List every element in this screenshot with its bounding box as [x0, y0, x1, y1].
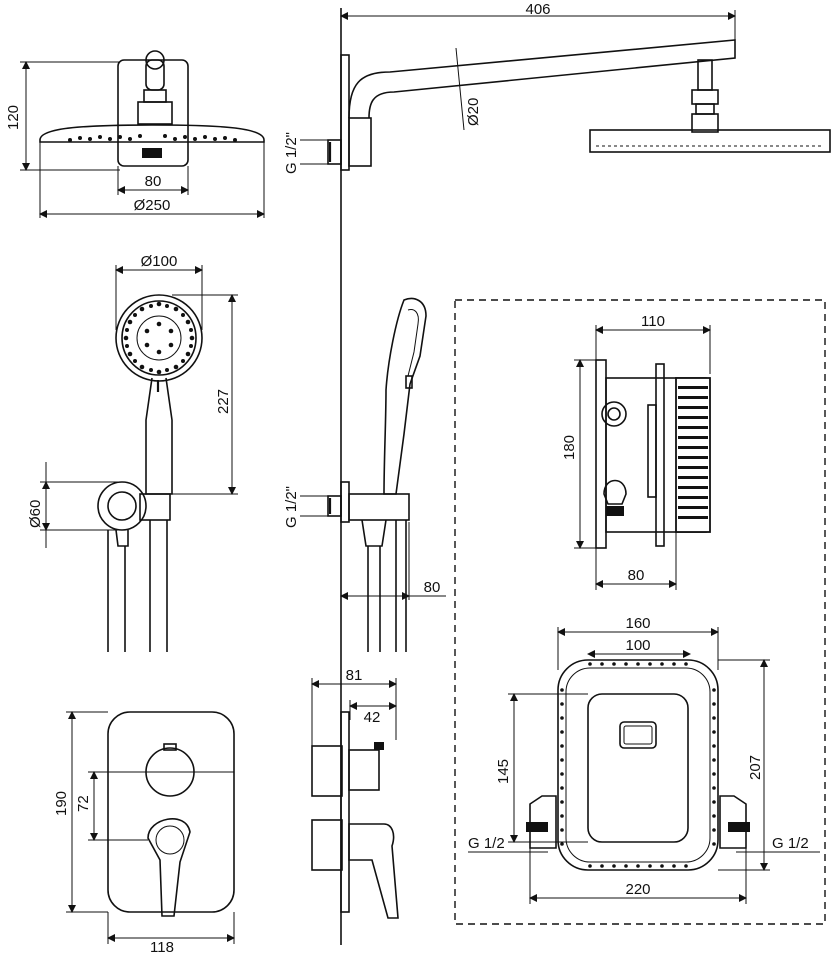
dim-arm-diameter: Ø20: [465, 98, 482, 126]
dim-thread-overhead: G 1/2": [283, 132, 300, 174]
concealed-box-front-view: 160 100 145 207: [468, 615, 820, 904]
dim-mixer-depth: 81: [346, 667, 363, 684]
dim-head-height: 120: [5, 105, 22, 130]
dim-frame-thread-right: G 1/2: [772, 835, 809, 852]
dim-box-depth: 80: [628, 567, 645, 584]
concealed-box-enclosure: [454, 299, 826, 925]
dim-box-width: 110: [641, 313, 665, 330]
dim-hand-diameter: Ø100: [141, 253, 178, 270]
dim-mixer-trim-depth: 42: [364, 709, 381, 726]
dim-hand-projection: 80: [424, 579, 441, 596]
dim-frame-height: 207: [747, 755, 764, 780]
hand-shower-front-view: Ø100 227 Ø60: [27, 253, 238, 652]
hand-shower-side-view: G 1/2" 80: [283, 297, 446, 652]
dim-frame-width: 160: [625, 615, 650, 632]
mixer-front-view: 190 72 118: [53, 711, 235, 956]
dim-mixer-height: 190: [53, 791, 70, 816]
dim-head-plate-width: 80: [145, 173, 162, 190]
dim-hand-length: 227: [215, 389, 232, 414]
dim-frame-thread-left: G 1/2: [468, 835, 505, 852]
dim-box-height: 180: [561, 435, 578, 460]
dim-frame-total-width: 220: [625, 881, 650, 898]
overhead-shower-front-view: 120 80 Ø250: [5, 50, 265, 218]
dim-arm-length: 406: [525, 1, 550, 18]
dim-frame-inner-height: 145: [495, 759, 512, 784]
overhead-shower-side-view: 406 Ø20 G 1/2": [283, 1, 831, 174]
dim-frame-inner-width: 100: [625, 637, 650, 654]
dim-head-diameter: Ø250: [134, 197, 171, 214]
dim-mixer-width: 118: [150, 939, 174, 956]
mixer-side-view: 81 42: [311, 667, 399, 919]
concealed-box-side-view: 110 180 80: [561, 313, 711, 590]
dim-thread-hand: G 1/2": [283, 486, 300, 528]
dim-holder-diameter: Ø60: [27, 500, 44, 528]
dim-mixer-spacing: 72: [75, 795, 92, 812]
